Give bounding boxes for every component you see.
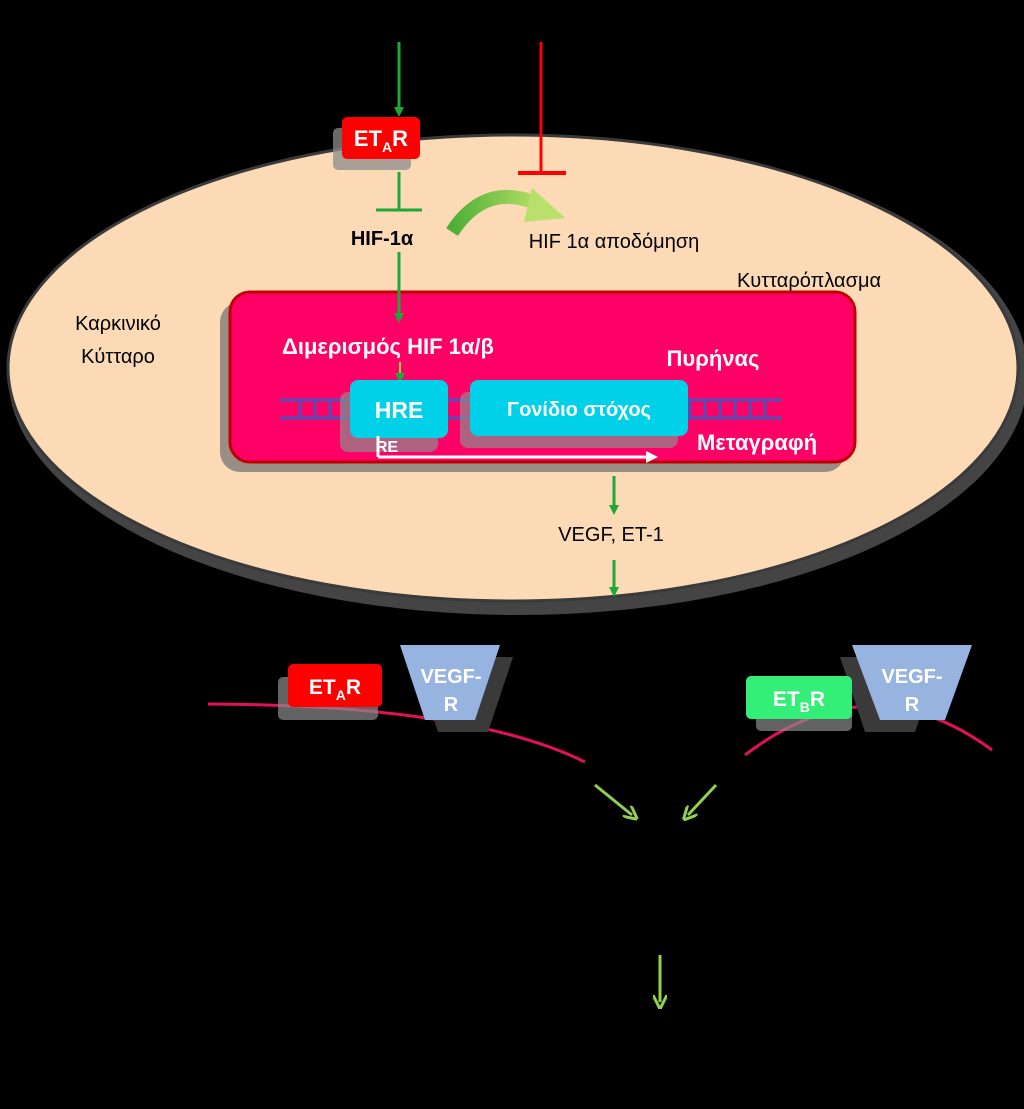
eta-to-hif-inhibition [376,172,422,212]
vegf-receptor-left: VEGF- R [400,645,513,732]
products-label: VEGF, ET-1 [558,524,664,546]
dimerization-label: Διμερισμός HIF 1α/β [282,334,494,359]
vegf-receptor-left-label2: R [444,694,459,716]
target-gene-label: Γονίδιο στόχος [507,399,651,421]
vegf-receptor-right: VEGF- R [840,645,972,732]
eta-receptor-top: ETAR [333,117,420,170]
membrane-left [207,702,586,764]
eta-receptor-left-label: ETAR [309,676,361,703]
downstream-arrow-left [594,783,632,815]
etb-receptor-right: ETBR [746,676,852,731]
target-gene-box: Γονίδιο στόχος [460,380,688,448]
hre-label: HRE [375,397,424,423]
downstream-arrow-right [688,783,718,815]
cancer-cell-label-line1: Καρκινικό [75,313,161,335]
transcription-arrow [376,436,658,463]
eta-receptor-top-label: ETAR [354,126,408,155]
vegf-receptor-right-label2: R [905,694,920,716]
cytoplasm-label: Κυτταρόπλασμα [737,270,881,292]
degradation-curved-arrow [446,188,565,236]
hre-box: RE HRE [340,380,448,456]
hif1a-label: HIF-1α [351,228,414,250]
eta-receptor-left: ETAR [278,664,382,720]
transcription-label: Μεταγραφή [697,430,817,455]
etb-receptor-right-label: ETBR [773,688,825,715]
inhibition-line-top [518,42,566,175]
vegf-receptor-right-label1: VEGF- [881,666,942,688]
nucleus-label: Πυρήνας [667,346,760,371]
vegf-receptor-left-label1: VEGF- [420,666,481,688]
hif1a-degradation-label: HIF 1α αποδόμηση [529,231,700,253]
hre-shadow-fragment: RE [376,439,399,456]
cancer-cell-label-line2: Κύτταρο [81,346,155,368]
